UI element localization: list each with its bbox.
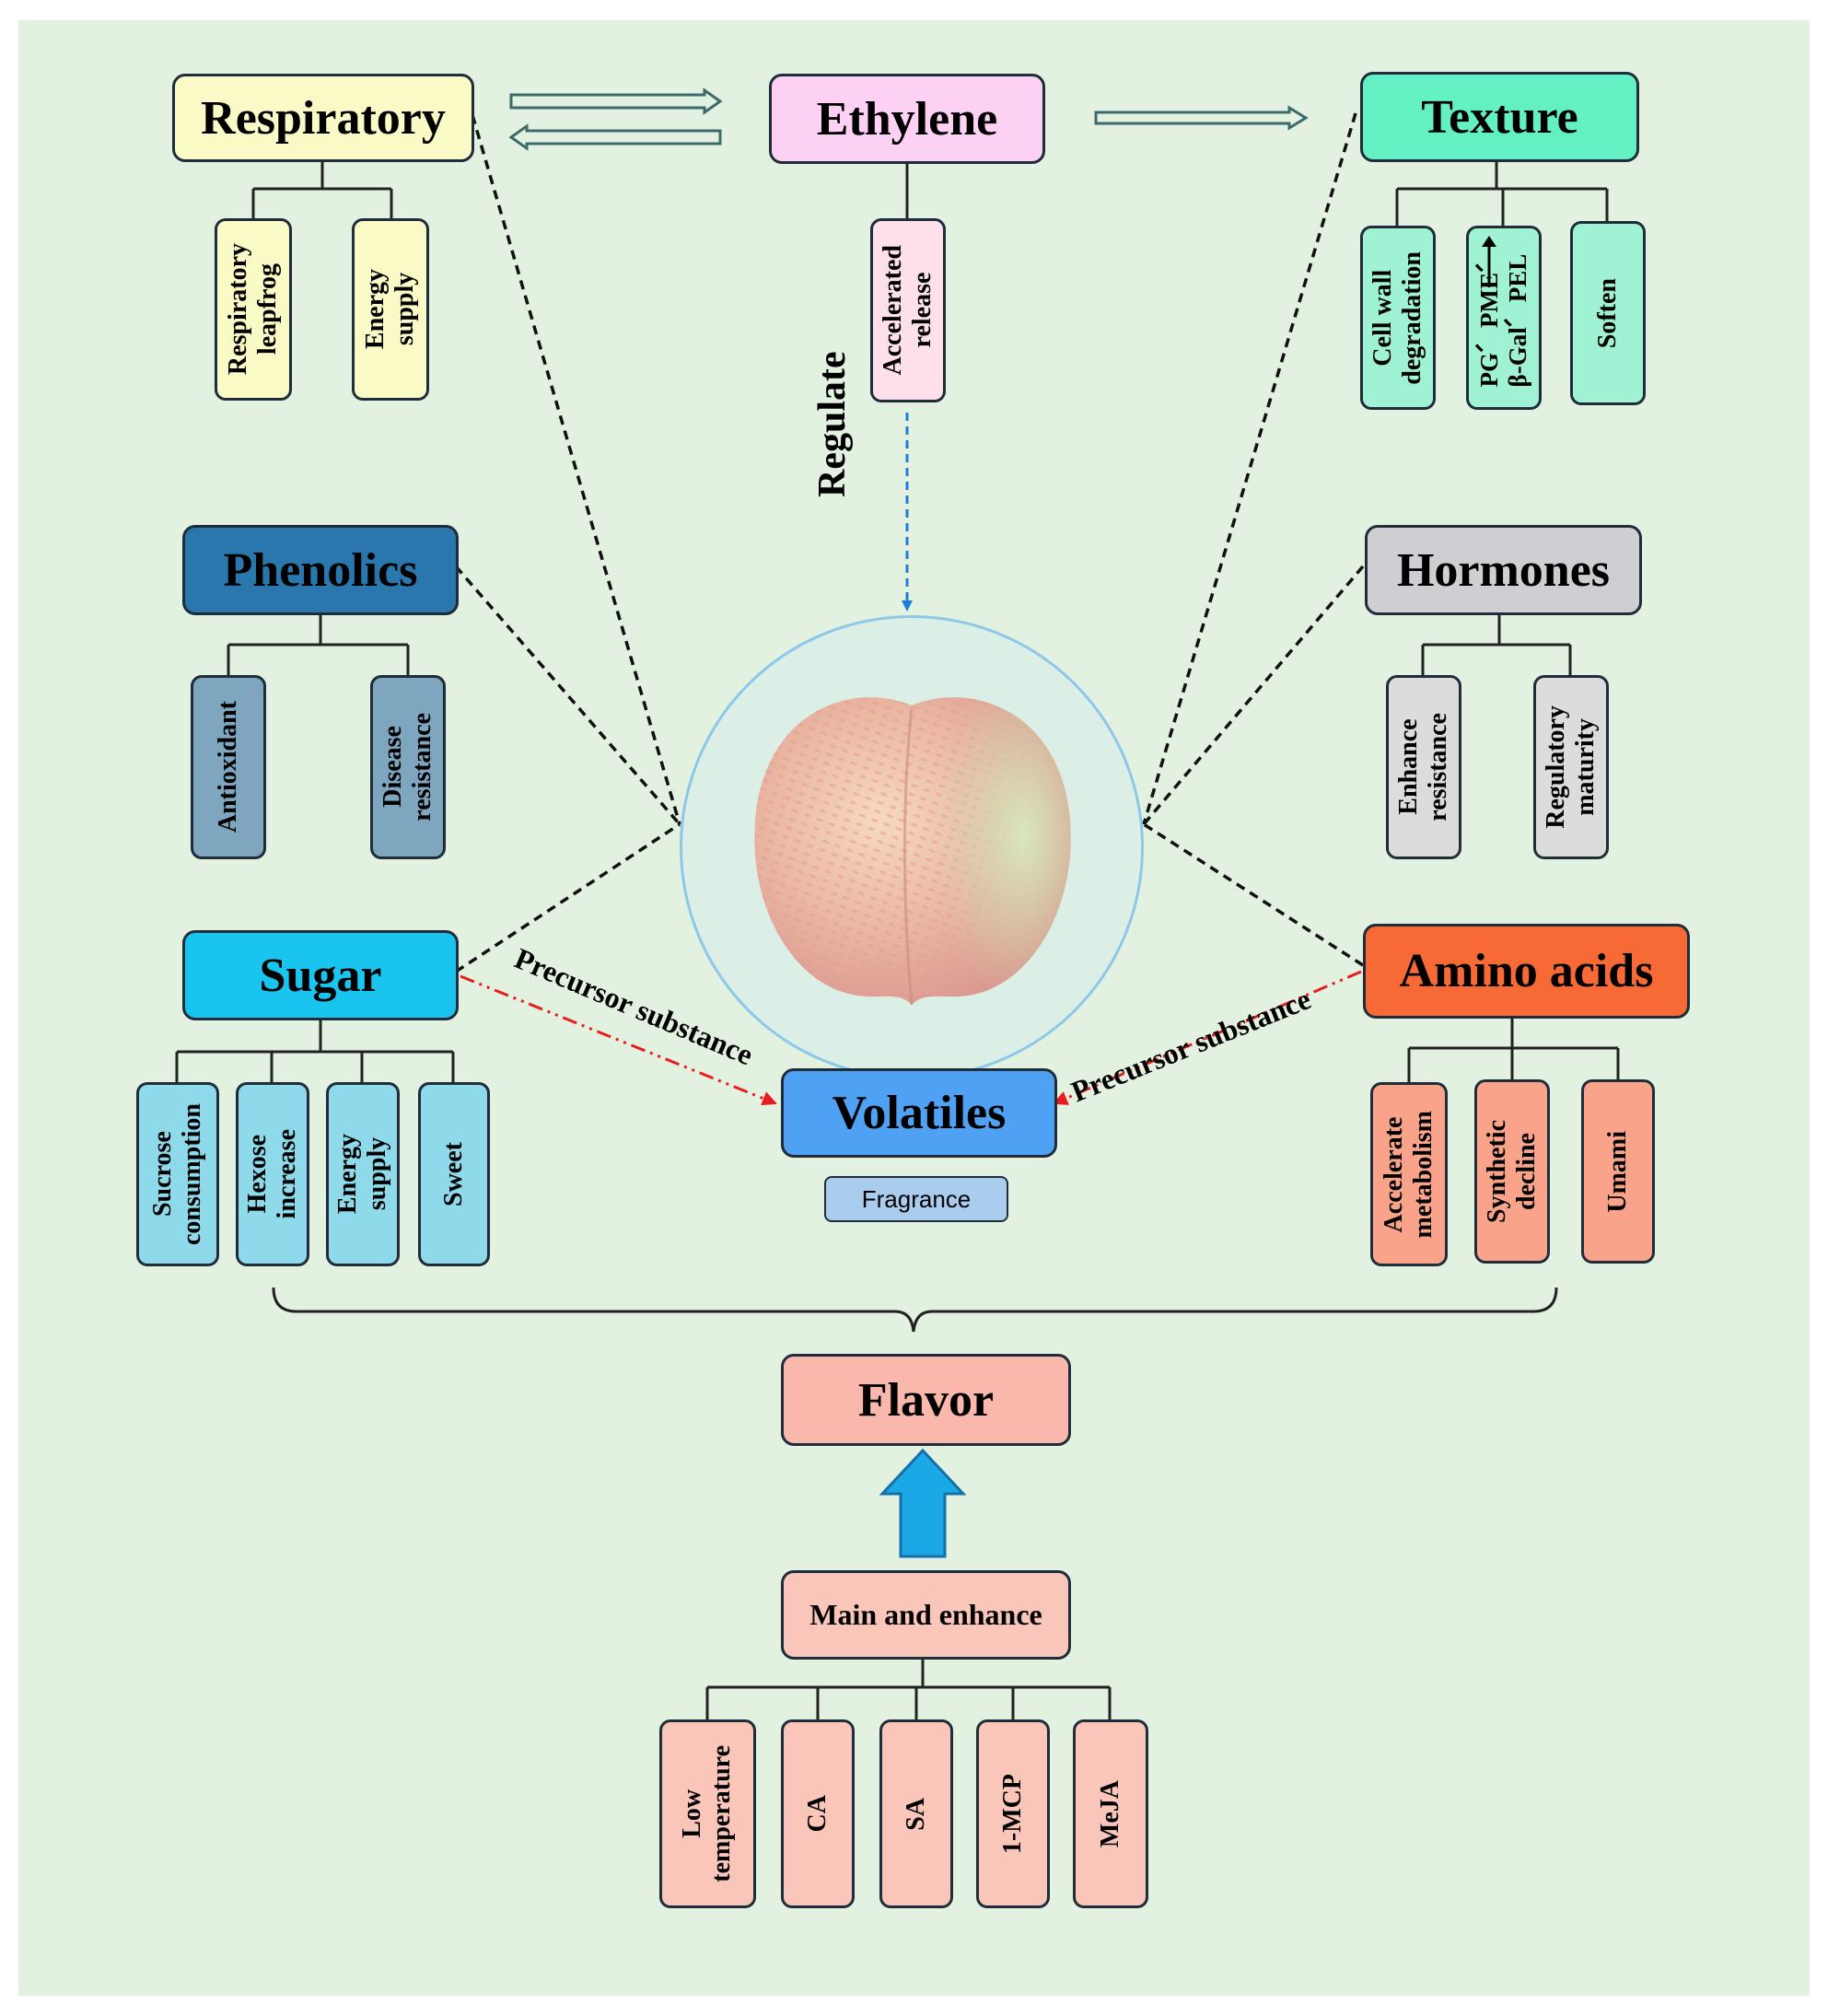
amino-sub-label: Umami (1602, 1130, 1632, 1213)
phenolics-sub-box: Antioxidant (191, 675, 266, 859)
peach-circle (680, 615, 1144, 1079)
amino-precursor-arrow (1053, 970, 1362, 1105)
hormones-node: Hormones (1365, 525, 1642, 615)
ethylene-texture-arrow (1094, 105, 1309, 131)
respiratory-sub-box: Energy supply (352, 218, 429, 401)
volatiles-node: Volatiles (781, 1068, 1057, 1158)
enzymes-line-2: β-Gal、PEL (1504, 254, 1531, 388)
respiratory-ethylene-arrows (508, 87, 723, 151)
sugar-sub-box: Energy supply (326, 1082, 400, 1266)
phenolics-sub-label: Antioxidant (213, 701, 242, 833)
sugar-sub-label: Hexose increase (242, 1129, 301, 1219)
amino-sub-box: Accelerate metabolism (1370, 1082, 1448, 1266)
increase-arrow-icon (1482, 236, 1496, 287)
respiratory-node: Respiratory (172, 74, 474, 162)
texture-node: Texture (1360, 72, 1639, 162)
treatment-box: CA (781, 1719, 855, 1908)
hormones-sub-box: Regulatory maturity (1533, 675, 1609, 859)
phenolics-sub-box: Disease resistance (370, 675, 446, 859)
flavor-label: Flavor (857, 1373, 995, 1427)
phenolics-label: Phenolics (223, 543, 418, 597)
ethylene-sub-box: Accelerated release (870, 218, 946, 402)
ethylene-label: Ethylene (816, 92, 998, 146)
respiratory-sub-label: Respiratory leapfrog (223, 243, 282, 376)
regulate-annotation: Regulate (811, 351, 854, 497)
phenolics-node: Phenolics (182, 525, 459, 615)
amino-acids-node: Amino acids (1363, 924, 1690, 1019)
treatment-label: 1-MCP (997, 1773, 1027, 1855)
soften-label: Soften (1592, 277, 1622, 349)
sugar-sub-label: Sucrose consumption (147, 1102, 206, 1246)
phenolics-sub-label: Disease resistance (378, 713, 437, 822)
fragrance-box: Fragrance (824, 1176, 1008, 1222)
texture-sub-box: Soften (1570, 221, 1646, 405)
amino-acids-label: Amino acids (1399, 945, 1654, 997)
amino-sub-label: Synthetic decline (1482, 1120, 1541, 1223)
amino-sub-label: Accelerate metabolism (1379, 1110, 1438, 1239)
volatiles-label: Volatiles (832, 1087, 1007, 1139)
sugar-precursor-arrow (460, 974, 777, 1106)
treatment-label: SA (901, 1797, 930, 1831)
sugar-node: Sugar (182, 930, 459, 1020)
treatment-label: MeJA (1095, 1779, 1124, 1848)
texture-enzymes-box: PG、PME、 β-Gal、PEL (1466, 226, 1542, 410)
fragrance-label: Fragrance (861, 1184, 972, 1213)
texture-label: Texture (1421, 90, 1578, 144)
treatment-box: MeJA (1073, 1719, 1148, 1908)
hormones-label: Hormones (1396, 543, 1611, 597)
respiratory-sub-label: Energy supply (360, 269, 419, 350)
respiratory-label: Respiratory (201, 91, 446, 145)
flavor-up-arrow (879, 1448, 967, 1558)
sugar-sub-box: Sucrose consumption (136, 1082, 219, 1266)
hormones-sub-label: Regulatory maturity (1541, 705, 1600, 829)
ethylene-sub-label: Accelerated release (878, 245, 937, 376)
hormones-sub-label: Enhance resistance (1393, 713, 1452, 822)
treatment-label: CA (802, 1795, 832, 1833)
sugar-sub-box: Hexose increase (236, 1082, 309, 1266)
sugar-sub-box: Sweet (418, 1082, 490, 1266)
cell-wall-label: Cell wall degradation (1368, 251, 1426, 385)
sugar-sub-label: Energy supply (332, 1134, 391, 1215)
flavor-node: Flavor (781, 1354, 1071, 1446)
main-enhance-node: Main and enhance (781, 1570, 1071, 1660)
peach-image (754, 697, 1071, 1006)
hormones-sub-box: Enhance resistance (1386, 675, 1461, 859)
treatment-label: Low temperature (678, 1745, 737, 1882)
respiratory-sub-box: Respiratory leapfrog (215, 218, 292, 401)
amino-sub-box: Synthetic decline (1474, 1079, 1550, 1264)
ethylene-node: Ethylene (769, 74, 1045, 164)
amino-sub-box: Umami (1581, 1079, 1655, 1264)
main-enhance-label: Main and enhance (809, 1598, 1042, 1631)
texture-sub-box: Cell wall degradation (1360, 226, 1436, 410)
treatment-box: SA (879, 1719, 953, 1908)
tree-connectors (175, 161, 1620, 1719)
treatment-box: 1-MCP (976, 1719, 1050, 1908)
treatment-box: Low temperature (659, 1719, 756, 1908)
sugar-label: Sugar (259, 949, 382, 1002)
dashed-connectors (454, 112, 1365, 973)
sugar-sub-label: Sweet (438, 1142, 468, 1206)
